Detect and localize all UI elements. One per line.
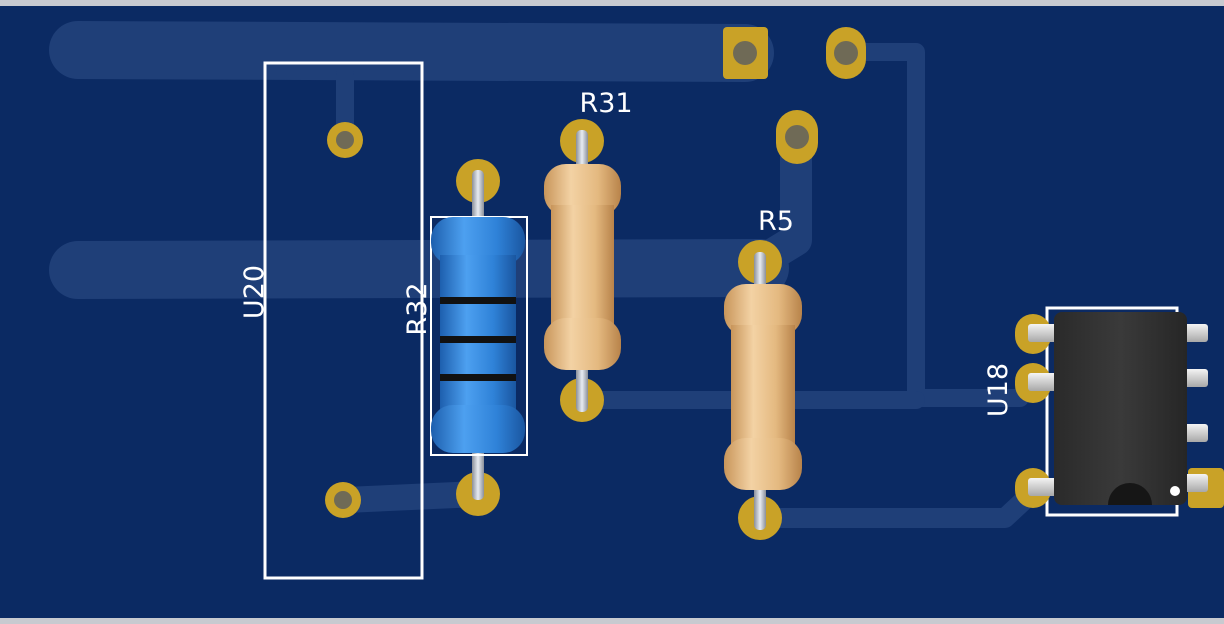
trace-r32-u20-bottom	[332, 481, 491, 513]
label-r32: R32	[402, 282, 433, 335]
r32-band-2	[440, 336, 516, 343]
resistor-r5	[724, 240, 802, 540]
copper-traces	[49, 21, 1045, 528]
trace-mid-wide	[49, 239, 789, 299]
resistor-r31	[544, 119, 621, 422]
label-r31: R31	[579, 88, 632, 119]
trace-pad-top-right	[837, 43, 1029, 407]
label-u18: U18	[983, 363, 1014, 417]
pads	[325, 27, 866, 518]
trace-top-wide	[49, 21, 774, 82]
u20-outline	[263, 61, 424, 580]
ic-u18	[1015, 306, 1224, 517]
resistor-r32	[430, 159, 528, 516]
label-r5: R5	[758, 206, 794, 237]
label-u20: U20	[239, 265, 270, 319]
r32-band-1	[440, 297, 516, 304]
r32-band-3	[440, 374, 516, 381]
